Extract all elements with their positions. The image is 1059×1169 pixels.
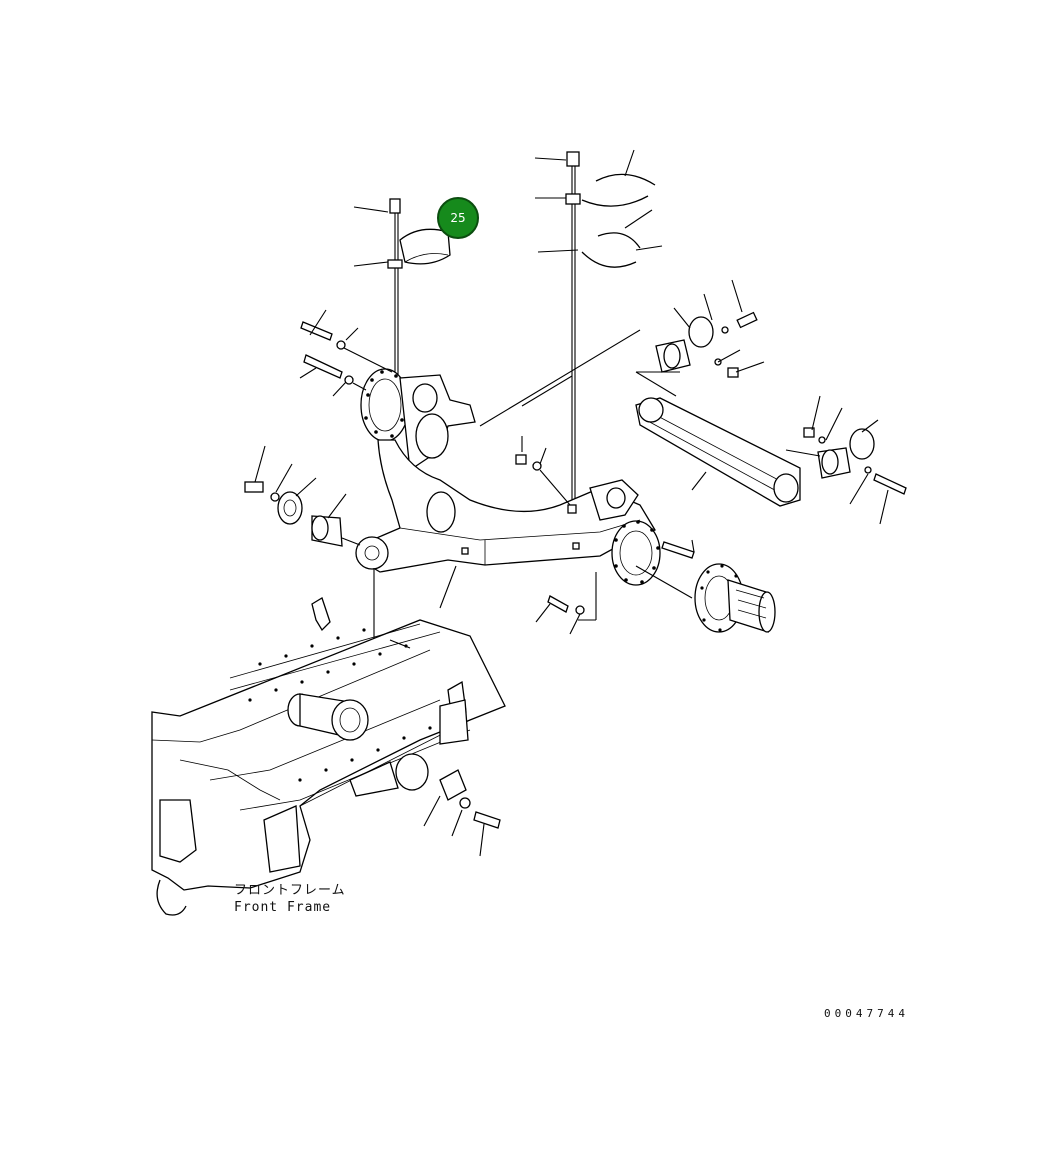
left-bolt-set bbox=[299, 309, 393, 397]
center-nut-set bbox=[515, 436, 571, 506]
hub-assembly bbox=[635, 539, 776, 633]
front-frame-label-japanese: フロントフレーム bbox=[234, 883, 346, 898]
front-frame-label-english: Front Frame bbox=[234, 900, 332, 915]
callout-badge-25[interactable]: 25 bbox=[437, 197, 479, 239]
rear-axle-frame bbox=[355, 368, 661, 586]
front-frame-label: フロントフレーム Front Frame bbox=[234, 882, 346, 916]
lateral-rod-assembly bbox=[479, 279, 907, 525]
drawing-id: 00047744 bbox=[824, 1007, 909, 1020]
upper-right-band-assembly bbox=[534, 149, 663, 505]
front-frame bbox=[151, 597, 506, 916]
lower-bolt-set bbox=[439, 565, 597, 635]
left-bushing-set bbox=[244, 445, 361, 547]
upper-left-cap-assembly bbox=[353, 198, 451, 395]
